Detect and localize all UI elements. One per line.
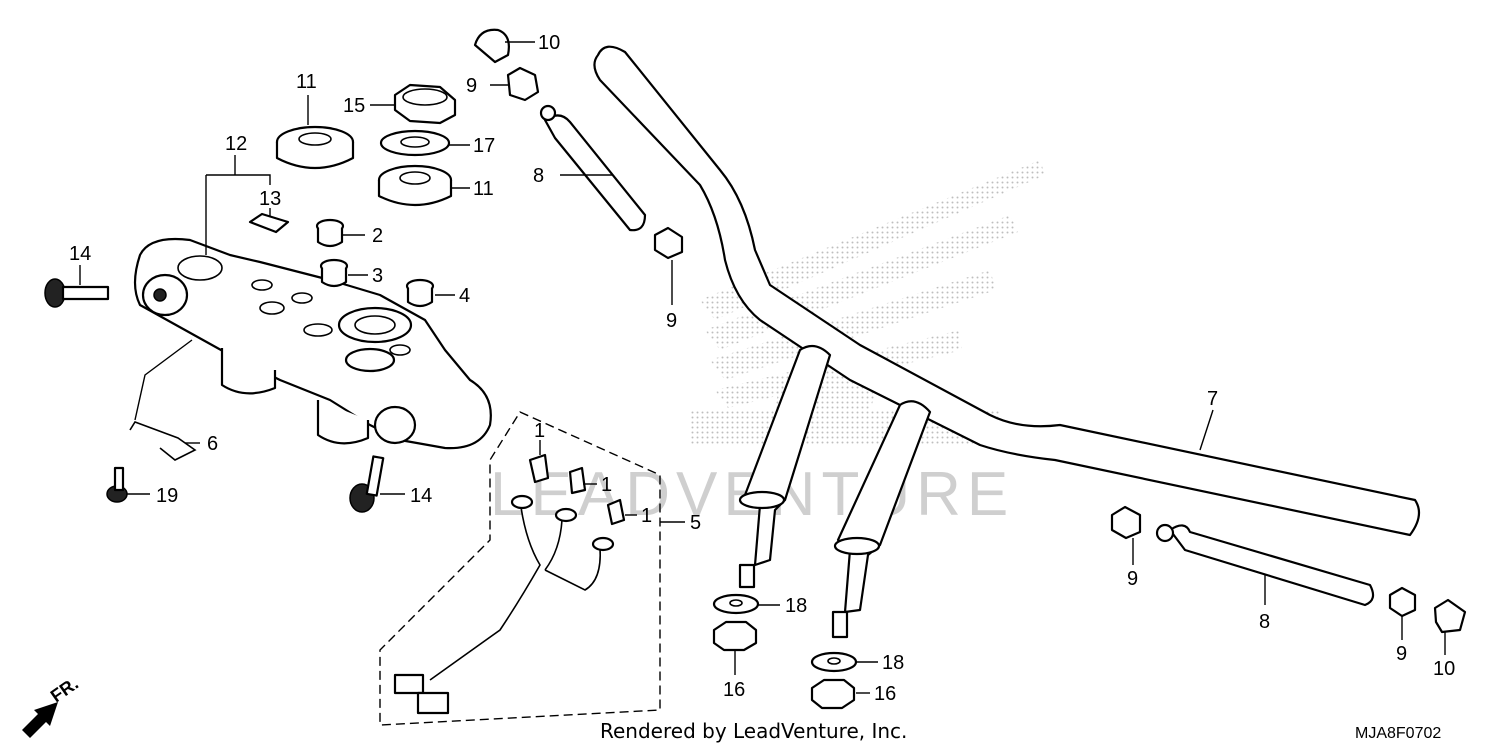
- callout-16-b: 16: [874, 683, 896, 705]
- callout-15: 15: [343, 95, 365, 117]
- weight-8-top[interactable]: [539, 104, 647, 232]
- callout-labels: 10 9 11 15 17 11 12 13 8 2 3 4 14 9 7 6 …: [69, 32, 1455, 705]
- callout-6: 6: [207, 433, 218, 455]
- nut-9-top[interactable]: [506, 66, 540, 102]
- fork-tube-right[interactable]: [831, 400, 932, 639]
- callout-8-right: 8: [1259, 611, 1270, 633]
- arrow-left-down-icon: [22, 702, 58, 738]
- clip-6[interactable]: [129, 421, 197, 461]
- nut-9-mid[interactable]: [653, 226, 684, 260]
- nut-9-far[interactable]: [1388, 586, 1417, 618]
- direction-label: FR.: [47, 673, 82, 706]
- plug-3[interactable]: [319, 258, 349, 288]
- footer-credit: Rendered by LeadVenture, Inc.: [600, 719, 907, 743]
- rubber-11-left[interactable]: [275, 125, 355, 170]
- callout-7: 7: [1207, 388, 1218, 410]
- callout-10-top: 10: [538, 32, 560, 54]
- callout-17: 17: [473, 135, 495, 157]
- bolt-14-left[interactable]: [44, 278, 110, 308]
- callout-18-a: 18: [785, 595, 807, 617]
- callout-1-a: 1: [534, 420, 545, 442]
- callout-14-bottom: 14: [410, 485, 432, 507]
- callout-11-right: 11: [473, 178, 494, 200]
- clip-10-top[interactable]: [473, 28, 510, 64]
- plug-4[interactable]: [405, 278, 435, 308]
- weight-8-right[interactable]: [1155, 523, 1375, 607]
- diagram-code: MJA8F0702: [1355, 725, 1441, 742]
- harness-kit-box[interactable]: [379, 411, 661, 726]
- washer-17[interactable]: [379, 129, 451, 157]
- callout-16-a: 16: [723, 679, 745, 701]
- washer-18-a[interactable]: [712, 593, 760, 615]
- callout-18-b: 18: [882, 652, 904, 674]
- top-bridge[interactable]: [133, 237, 492, 450]
- callout-13: 13: [259, 188, 281, 210]
- nut-16-b[interactable]: [810, 678, 856, 710]
- fork-tube-left[interactable]: [738, 344, 832, 589]
- callout-5: 5: [690, 512, 701, 534]
- callout-2: 2: [372, 225, 383, 247]
- washer-18-b[interactable]: [810, 651, 858, 673]
- callout-9-top: 9: [466, 75, 477, 97]
- callout-8-top: 8: [533, 165, 544, 187]
- callout-10-far: 10: [1433, 658, 1455, 680]
- callout-14-left: 14: [69, 243, 91, 265]
- nut-16-a[interactable]: [712, 620, 758, 652]
- callout-12: 12: [225, 133, 247, 155]
- leader-lines: [79, 41, 1446, 694]
- callout-11-left: 11: [296, 71, 317, 93]
- plug-2[interactable]: [315, 218, 345, 248]
- callout-9-mid: 9: [666, 310, 677, 332]
- callout-9-right: 9: [1127, 568, 1138, 590]
- bolt-14-bottom[interactable]: [349, 455, 385, 513]
- nut-15[interactable]: [393, 83, 457, 125]
- handlebar[interactable]: [593, 45, 1421, 537]
- clip-10-far[interactable]: [1433, 598, 1467, 634]
- callout-19: 19: [156, 485, 178, 507]
- screw-19[interactable]: [106, 466, 128, 503]
- nut-9-right[interactable]: [1110, 505, 1142, 540]
- callout-1-c: 1: [641, 505, 652, 527]
- plate-13[interactable]: [248, 212, 290, 234]
- front-direction-indicator: FR.: [22, 673, 82, 738]
- callout-9-far: 9: [1396, 643, 1407, 665]
- rubber-11-right[interactable]: [377, 164, 453, 206]
- callout-1-b: 1: [601, 474, 612, 496]
- callout-3: 3: [372, 265, 383, 287]
- callout-4: 4: [459, 285, 470, 307]
